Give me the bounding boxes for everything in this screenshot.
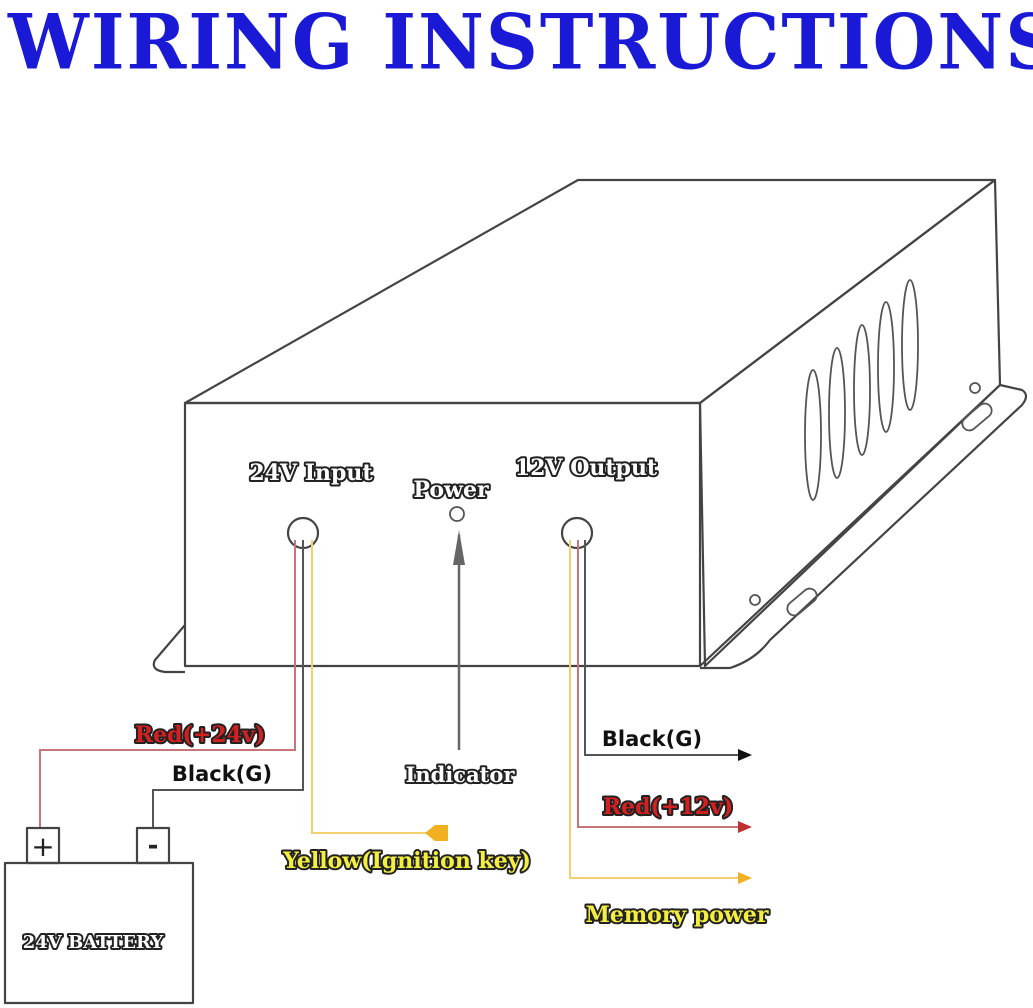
battery-positive-terminal [25,826,61,865]
page-title: WIRING INSTRUCTIONS [8,0,1033,87]
yellow-output-arrow [738,872,752,884]
red-output-wire [577,540,738,828]
yellow-output-wire [569,540,738,879]
output-label: 12V Output [515,455,658,481]
black-output-wire [584,540,738,756]
vent-slots [804,279,919,501]
yellow-input-wire [311,540,430,834]
battery-label: 24V BATTERY [23,932,165,953]
right-flange [699,383,1028,670]
input-red-label: Red(+24v) [135,722,265,748]
black-output-arrow [738,749,752,761]
battery: + - 24V BATTERY [3,826,195,1005]
indicator-arrow [453,530,465,750]
black-input-wire [152,540,304,828]
battery-body [3,861,195,1005]
input-yellow-label: Yellow(Ignition key) [282,848,531,874]
output-black-label: Black(G) [602,727,702,751]
yellow-input-arrow [425,825,448,841]
box-side-face [698,178,1002,668]
left-flange [152,624,186,674]
battery-negative-terminal [135,826,171,865]
mounting-holes [749,382,993,617]
converter-box [152,178,1028,674]
red-output-arrow [738,821,752,833]
input-label: 24V Input [249,460,373,486]
indicator-label: Indicator [406,762,516,787]
power-label: Power [413,477,489,503]
box-top-face [183,178,997,405]
box-front-face [183,401,702,668]
output-yellow-label: Memory power [586,902,769,928]
battery-negative-sign: - [148,831,159,861]
output-wires [569,540,752,884]
red-input-wire [39,540,296,828]
battery-positive-sign: + [31,830,54,863]
input-black-label: Black(G) [172,762,272,786]
power-led [449,506,465,522]
input-wires [39,540,448,841]
output-red-label: Red(+12v) [603,794,733,820]
